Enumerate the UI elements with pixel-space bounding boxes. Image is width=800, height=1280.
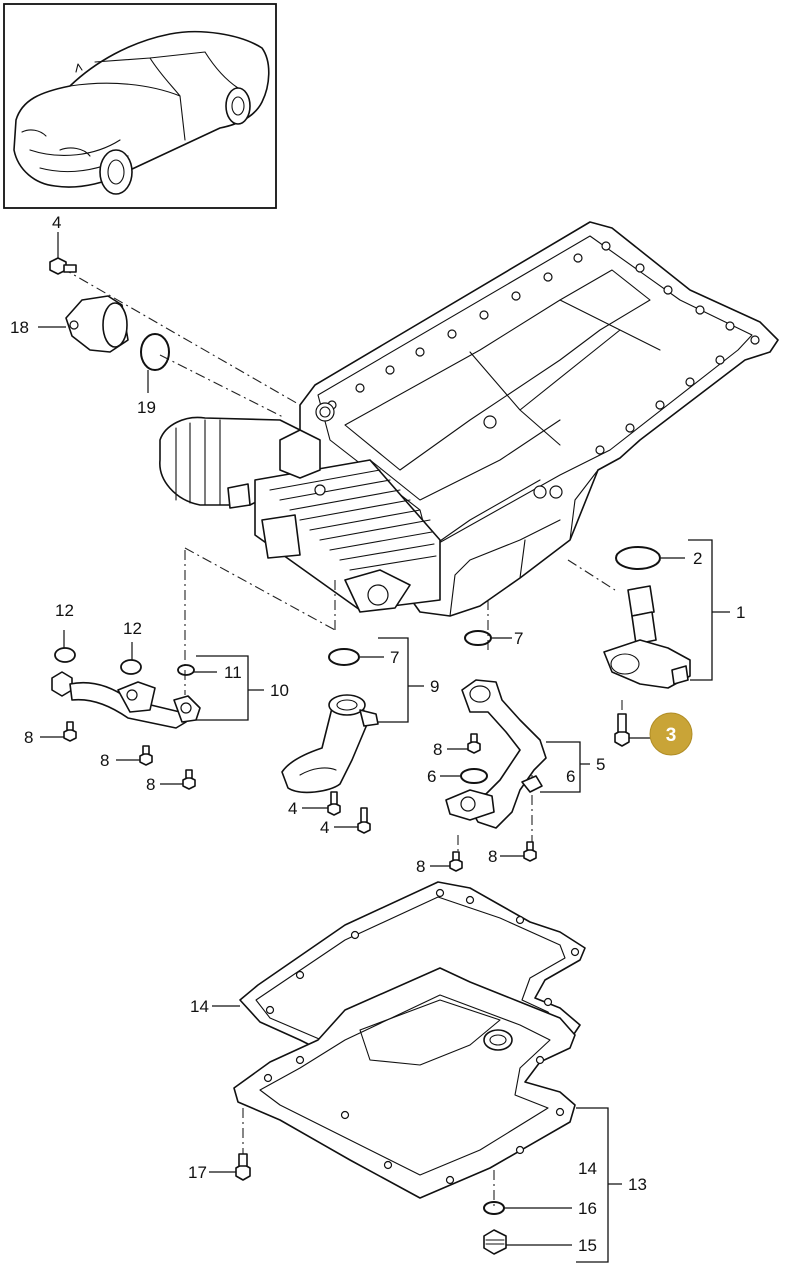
part-labels: 4 18 19 12 12 11 10 8 8 8 7 9 4 4 7 8 6 … <box>10 213 745 1255</box>
part-8-bolts-left <box>63 721 196 790</box>
label-15: 15 <box>578 1236 597 1255</box>
part-3-bolt <box>614 713 630 747</box>
label-8-c: 8 <box>146 775 155 794</box>
label-8-f: 8 <box>488 847 497 866</box>
label-6-right: 6 <box>566 767 575 786</box>
part-9-suction-pipe <box>281 694 379 794</box>
label-16: 16 <box>578 1199 597 1218</box>
label-19: 19 <box>137 398 156 417</box>
label-9: 9 <box>430 677 439 696</box>
label-10: 10 <box>270 681 289 700</box>
label-14-bottom: 14 <box>578 1159 597 1178</box>
part-17-bolt <box>235 1153 251 1181</box>
part-5-return-pipe <box>445 679 547 829</box>
vehicle-thumbnail <box>3 3 277 209</box>
label-7-right: 7 <box>514 629 523 648</box>
car-icon <box>13 30 270 195</box>
oil-cooler-filter-housing <box>159 416 441 613</box>
part-13-lower-oil-pan <box>233 967 576 1199</box>
part-10-oil-pipe <box>51 671 201 729</box>
part-4-bolts-mid <box>327 791 371 834</box>
part-8-bolts-mid <box>449 733 537 872</box>
label-17: 17 <box>188 1163 207 1182</box>
highlight-badge-label: 3 <box>666 725 677 746</box>
label-12-right: 12 <box>123 619 142 638</box>
part-7-seal-right <box>464 630 492 646</box>
label-8-a: 8 <box>24 728 33 747</box>
label-6-left: 6 <box>427 767 436 786</box>
highlight-badge-circle[interactable] <box>649 712 693 756</box>
part-2-o-ring <box>615 546 661 570</box>
part-12-seal-left <box>54 647 76 663</box>
part-6-seal <box>460 768 488 784</box>
label-4-mid-b: 4 <box>320 818 329 837</box>
part-18-flange-housing <box>65 295 129 353</box>
part-16-seal <box>483 1201 505 1215</box>
part-12-seal-right <box>120 659 142 675</box>
label-2: 2 <box>693 549 702 568</box>
label-4-mid-a: 4 <box>288 799 297 818</box>
label-4-top: 4 <box>52 213 61 232</box>
label-5: 5 <box>596 755 605 774</box>
part-15-drain-plug <box>483 1229 507 1255</box>
label-13: 13 <box>628 1175 647 1194</box>
part-1-oil-level-sensor <box>603 585 691 689</box>
part-11-seal <box>177 664 195 676</box>
leader-lines <box>38 232 685 1246</box>
highlight-badge-3[interactable]: 3 <box>649 712 693 756</box>
label-14-top: 14 <box>190 997 209 1016</box>
label-brackets <box>196 539 730 1263</box>
label-8-b: 8 <box>100 751 109 770</box>
label-7-left: 7 <box>390 648 399 667</box>
label-12-left: 12 <box>55 601 74 620</box>
label-18: 18 <box>10 318 29 337</box>
part-19-o-ring <box>140 333 170 371</box>
part-4-bolt-top <box>49 257 77 275</box>
label-8-e: 8 <box>416 857 425 876</box>
part-7-seal-left <box>328 648 360 666</box>
label-1: 1 <box>736 603 745 622</box>
label-11: 11 <box>224 663 242 682</box>
label-8-d: 8 <box>433 740 442 759</box>
